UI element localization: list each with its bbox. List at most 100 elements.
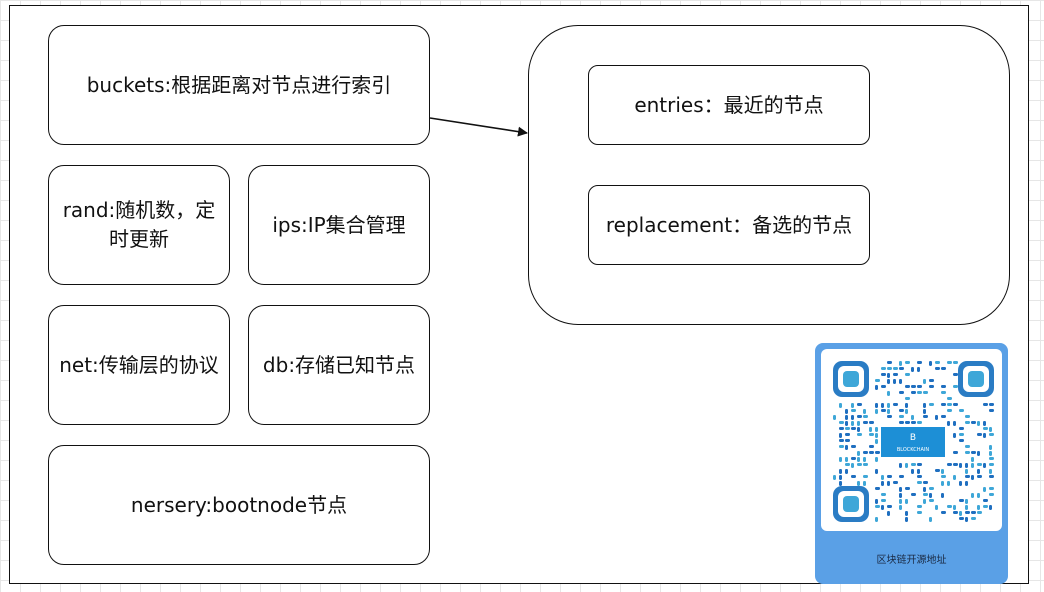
qr-module <box>905 373 910 376</box>
qr-module <box>899 421 904 424</box>
qr-module <box>917 361 922 364</box>
qr-module <box>923 493 928 496</box>
qr-module <box>989 487 994 490</box>
qr-module <box>845 433 850 436</box>
qr-module <box>977 511 982 514</box>
ips-node: ips:IP集合管理 <box>248 165 430 285</box>
qr-module <box>875 427 878 432</box>
qr-module <box>989 427 992 432</box>
qr-module <box>905 499 908 504</box>
entries-node: entries：最近的节点 <box>588 65 870 145</box>
qr-module <box>971 511 976 514</box>
replacement-node: replacement：备选的节点 <box>588 185 870 265</box>
qr-module <box>881 403 884 408</box>
db-node: db:存储已知节点 <box>248 305 430 425</box>
qr-module <box>899 379 902 384</box>
qr-module <box>875 451 880 454</box>
qr-module <box>845 439 850 442</box>
qr-module <box>977 493 980 498</box>
qr-module <box>869 421 874 424</box>
qr-module <box>917 511 922 514</box>
qr-module <box>959 409 964 412</box>
qr-module <box>863 409 866 414</box>
qr-module <box>857 433 862 436</box>
qr-module <box>941 415 946 418</box>
qr-module <box>905 409 908 414</box>
qr-module <box>959 481 962 486</box>
qr-module <box>923 391 928 394</box>
qr-module <box>977 505 980 510</box>
qr-module <box>983 487 986 492</box>
qr-module <box>959 499 964 502</box>
qr-module <box>941 511 946 514</box>
qr-module <box>839 457 842 462</box>
qr-module <box>881 367 886 370</box>
qr-module <box>875 505 880 508</box>
qr-module <box>899 409 904 412</box>
qr-modules <box>833 361 994 522</box>
qr-module <box>875 379 880 382</box>
qr-module <box>851 415 854 420</box>
qr-module <box>923 487 926 492</box>
qr-module <box>887 391 890 396</box>
qr-module <box>953 451 958 454</box>
qr-module <box>863 475 868 478</box>
qr-module <box>929 361 932 366</box>
qr-module <box>929 493 932 498</box>
qr-module <box>983 403 988 406</box>
qr-module <box>893 379 896 384</box>
qr-module <box>893 403 898 406</box>
qr-module <box>845 445 848 450</box>
qr-module <box>941 475 946 478</box>
qr-module <box>833 415 836 420</box>
qr-module <box>911 391 916 394</box>
qr-module <box>881 499 886 502</box>
qr-module <box>881 373 886 376</box>
qr-module <box>917 385 922 388</box>
nersery-node: nersery:bootnode节点 <box>48 445 430 565</box>
qr-module <box>977 421 980 426</box>
qr-module <box>887 415 892 418</box>
qr-module <box>887 361 892 364</box>
qr-module <box>965 451 970 454</box>
qr-module <box>923 379 926 384</box>
qr-module <box>983 463 986 468</box>
qr-module <box>839 427 844 430</box>
qr-module <box>983 505 988 508</box>
qr-module <box>989 493 994 496</box>
qr-module <box>965 463 968 468</box>
qr-module <box>869 427 872 432</box>
qr-module <box>845 469 848 474</box>
qr-module <box>833 475 836 480</box>
qr-module <box>953 463 958 466</box>
qr-module <box>857 421 860 426</box>
qr-module <box>845 457 848 462</box>
qr-module <box>917 469 920 474</box>
qr-module <box>857 463 862 466</box>
qr-module <box>851 403 854 408</box>
qr-module <box>887 409 890 414</box>
qr-module <box>923 499 926 504</box>
qr-module <box>845 463 850 466</box>
qr-module <box>899 367 904 370</box>
qr-module <box>899 391 904 394</box>
qr-module <box>851 427 856 430</box>
qr-module <box>911 367 914 372</box>
qr-module <box>989 433 994 436</box>
qr-module <box>845 409 848 414</box>
qr-module <box>875 433 878 438</box>
qr-module <box>989 451 992 456</box>
qr-module <box>917 481 922 484</box>
qr-module <box>857 451 860 456</box>
qr-module <box>905 385 910 388</box>
qr-module <box>989 445 992 450</box>
qr-module <box>965 445 970 448</box>
qr-module <box>899 415 904 418</box>
qr-module <box>851 421 854 426</box>
qr-module <box>977 451 980 456</box>
qr-module <box>839 445 844 448</box>
qr-module <box>887 511 890 516</box>
qr-module <box>875 409 878 414</box>
qr-code-image: B BLOCKCHAIN <box>833 361 994 522</box>
